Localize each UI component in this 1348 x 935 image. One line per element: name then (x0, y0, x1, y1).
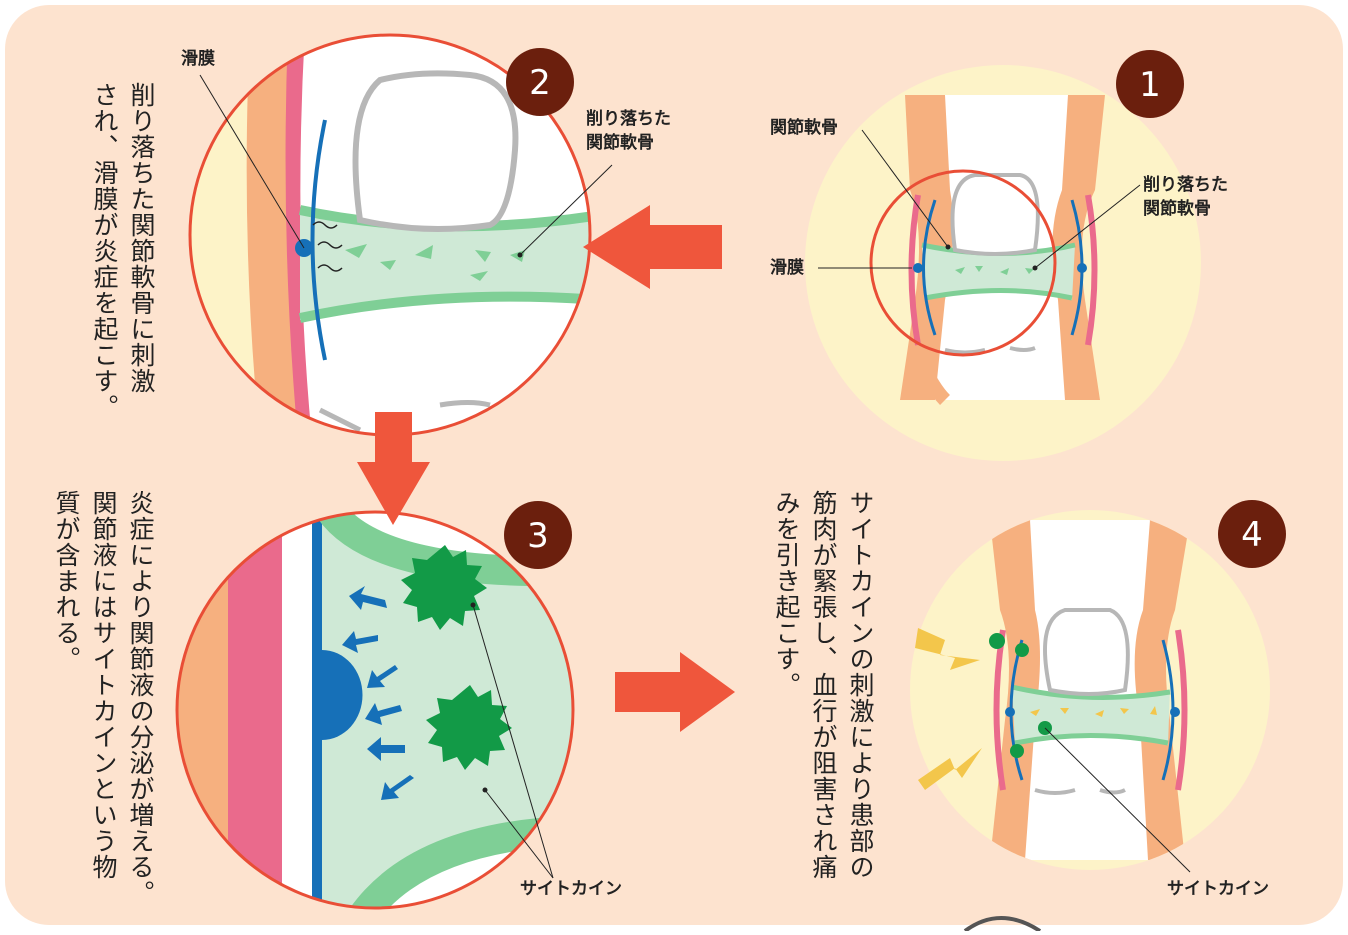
step1-label-synovium: 滑膜 (770, 256, 804, 280)
step1-label-fragments: 削り落ちた 関節軟骨 (1143, 173, 1228, 221)
patella (953, 175, 1038, 254)
cytokine-small-4 (1010, 744, 1024, 758)
svg-text:2: 2 (529, 63, 551, 103)
badge-step4: 4 (1218, 500, 1286, 568)
step1-illustration (805, 65, 1201, 461)
cytokine-small-2 (1015, 643, 1029, 657)
step4-illustration (910, 510, 1270, 872)
badge-step1: 1 (1116, 50, 1184, 118)
cytokine-small-1 (989, 633, 1005, 649)
step4-label-cytokine: サイトカイン (1167, 877, 1269, 901)
step2-label-fragments: 削り落ちた 関節軟骨 (586, 107, 671, 155)
step2-description: 削り落ちた関節軟骨に刺激 され、滑膜が炎症を起こす。 (86, 82, 160, 420)
step4-description: サイトカインの刺激により患部の 筋肉が緊張し、血行が阻害され痛 みを引き起こす。 (768, 490, 879, 880)
svg-text:1: 1 (1139, 65, 1161, 105)
step1-label-cartilage: 関節軟骨 (770, 116, 838, 140)
step3-description: 炎症により関節液の分泌が増える。 関節液にはサイトカインという物 質が含まれる。 (48, 490, 159, 906)
step2-label-synovium: 滑膜 (181, 47, 215, 71)
svg-text:4: 4 (1241, 515, 1263, 555)
badge-step2: 2 (506, 48, 574, 116)
svg-text:3: 3 (527, 516, 549, 556)
badge-step3: 3 (504, 501, 572, 569)
step3-label-cytokine: サイトカイン (520, 877, 622, 901)
